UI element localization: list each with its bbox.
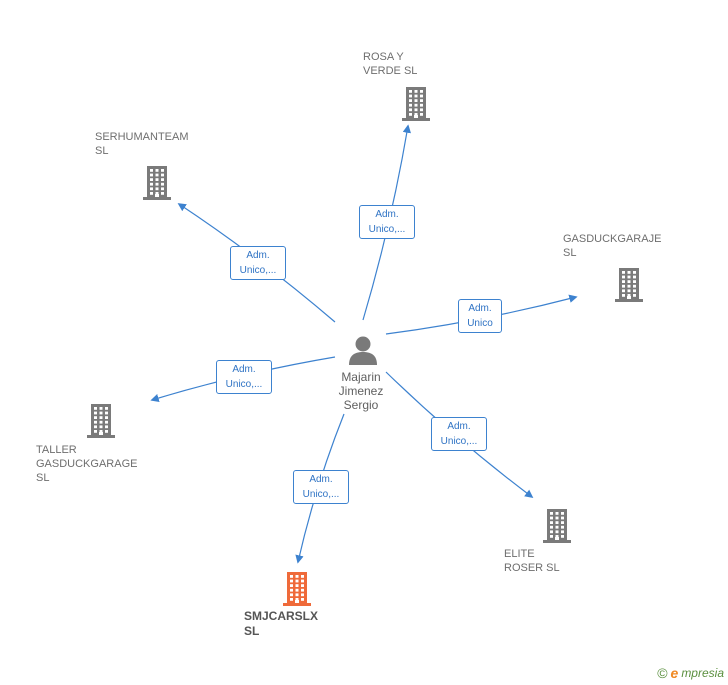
company-node-elite[interactable]: [541, 508, 573, 549]
center-person[interactable]: [346, 334, 380, 366]
edge-label-rosa[interactable]: Adm. Unico,...: [359, 205, 415, 239]
edge-label-elite[interactable]: Adm. Unico,...: [431, 417, 487, 451]
building-icon: [615, 268, 643, 302]
building-icon: [143, 166, 171, 200]
company-label-smjcarslx[interactable]: SMJCARSLX SL: [244, 609, 319, 638]
building-icon: [543, 509, 571, 543]
company-label-gasduck[interactable]: GASDUCKGARAJE SL: [563, 233, 662, 259]
brand-name: mpresia: [681, 666, 724, 680]
building-icon: [87, 404, 115, 438]
person-icon: [349, 336, 377, 365]
company-node-serhuman[interactable]: [141, 165, 173, 206]
company-label-rosa[interactable]: ROSA Y VERDE SL: [363, 51, 418, 77]
company-label-taller[interactable]: TALLER GASDUCKGARAGE SL: [36, 444, 138, 484]
company-node-smjcarslx[interactable]: [281, 571, 313, 612]
company-label-serhuman[interactable]: SERHUMANTEAM SL: [95, 131, 189, 157]
brand-initial: e: [670, 665, 679, 681]
company-node-gasduck[interactable]: [613, 267, 645, 308]
company-node-rosa[interactable]: [400, 86, 432, 127]
edge-label-serhuman[interactable]: Adm. Unico,...: [230, 246, 286, 280]
copyright-symbol: ©: [657, 665, 668, 681]
building-icon: [283, 572, 311, 606]
edge-label-smjcarslx[interactable]: Adm. Unico,...: [293, 470, 349, 504]
center-person-label: Majarin Jimenez Sergio: [338, 370, 384, 412]
company-label-elite[interactable]: ELITE ROSER SL: [504, 548, 560, 574]
edge-label-gasduck[interactable]: Adm. Unico: [458, 299, 502, 333]
building-icon: [402, 87, 430, 121]
company-node-taller[interactable]: [85, 403, 117, 444]
edge-label-taller[interactable]: Adm. Unico,...: [216, 360, 272, 394]
